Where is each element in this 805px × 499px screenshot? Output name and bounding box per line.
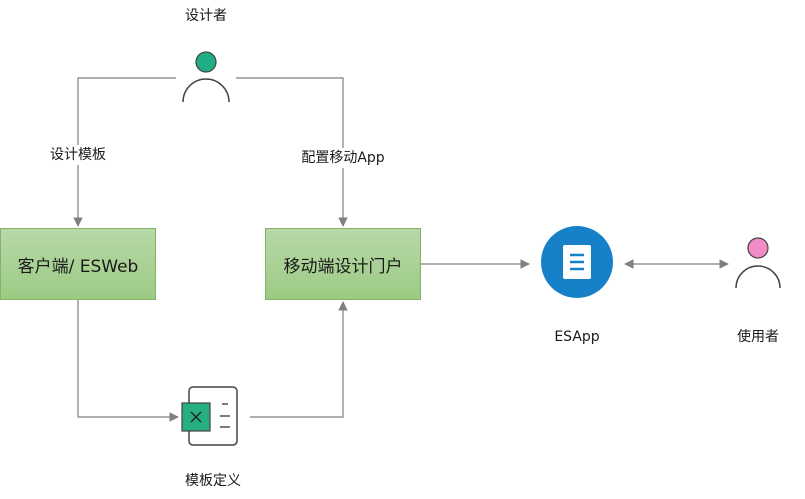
client-esweb-node[interactable]: 客户端/ ESWeb	[0, 228, 156, 300]
template-spreadsheet-icon	[181, 386, 238, 446]
designer-label: 设计者	[183, 6, 229, 26]
edge-client-template	[77, 300, 179, 422]
mobile-design-portal-node[interactable]: 移动端设计门户	[265, 228, 421, 300]
template-definition-label: 模板定义	[183, 471, 243, 491]
esapp-label: ESApp	[552, 327, 602, 347]
edge-template-portal	[250, 301, 348, 418]
mobile-design-portal-label: 移动端设计门户	[283, 256, 403, 277]
user-label: 使用者	[735, 327, 781, 347]
edge-label-design-template: 设计模板	[48, 145, 108, 165]
edge-designer-portal	[236, 77, 348, 227]
edge-designer-client	[73, 77, 176, 227]
esapp-document-icon	[541, 226, 613, 298]
user-person-icon	[735, 237, 781, 289]
designer-person-icon	[182, 51, 230, 103]
client-esweb-label: 客户端/ ESWeb	[17, 256, 139, 277]
edge-label-configure-mobile-app: 配置移动App	[299, 148, 387, 168]
